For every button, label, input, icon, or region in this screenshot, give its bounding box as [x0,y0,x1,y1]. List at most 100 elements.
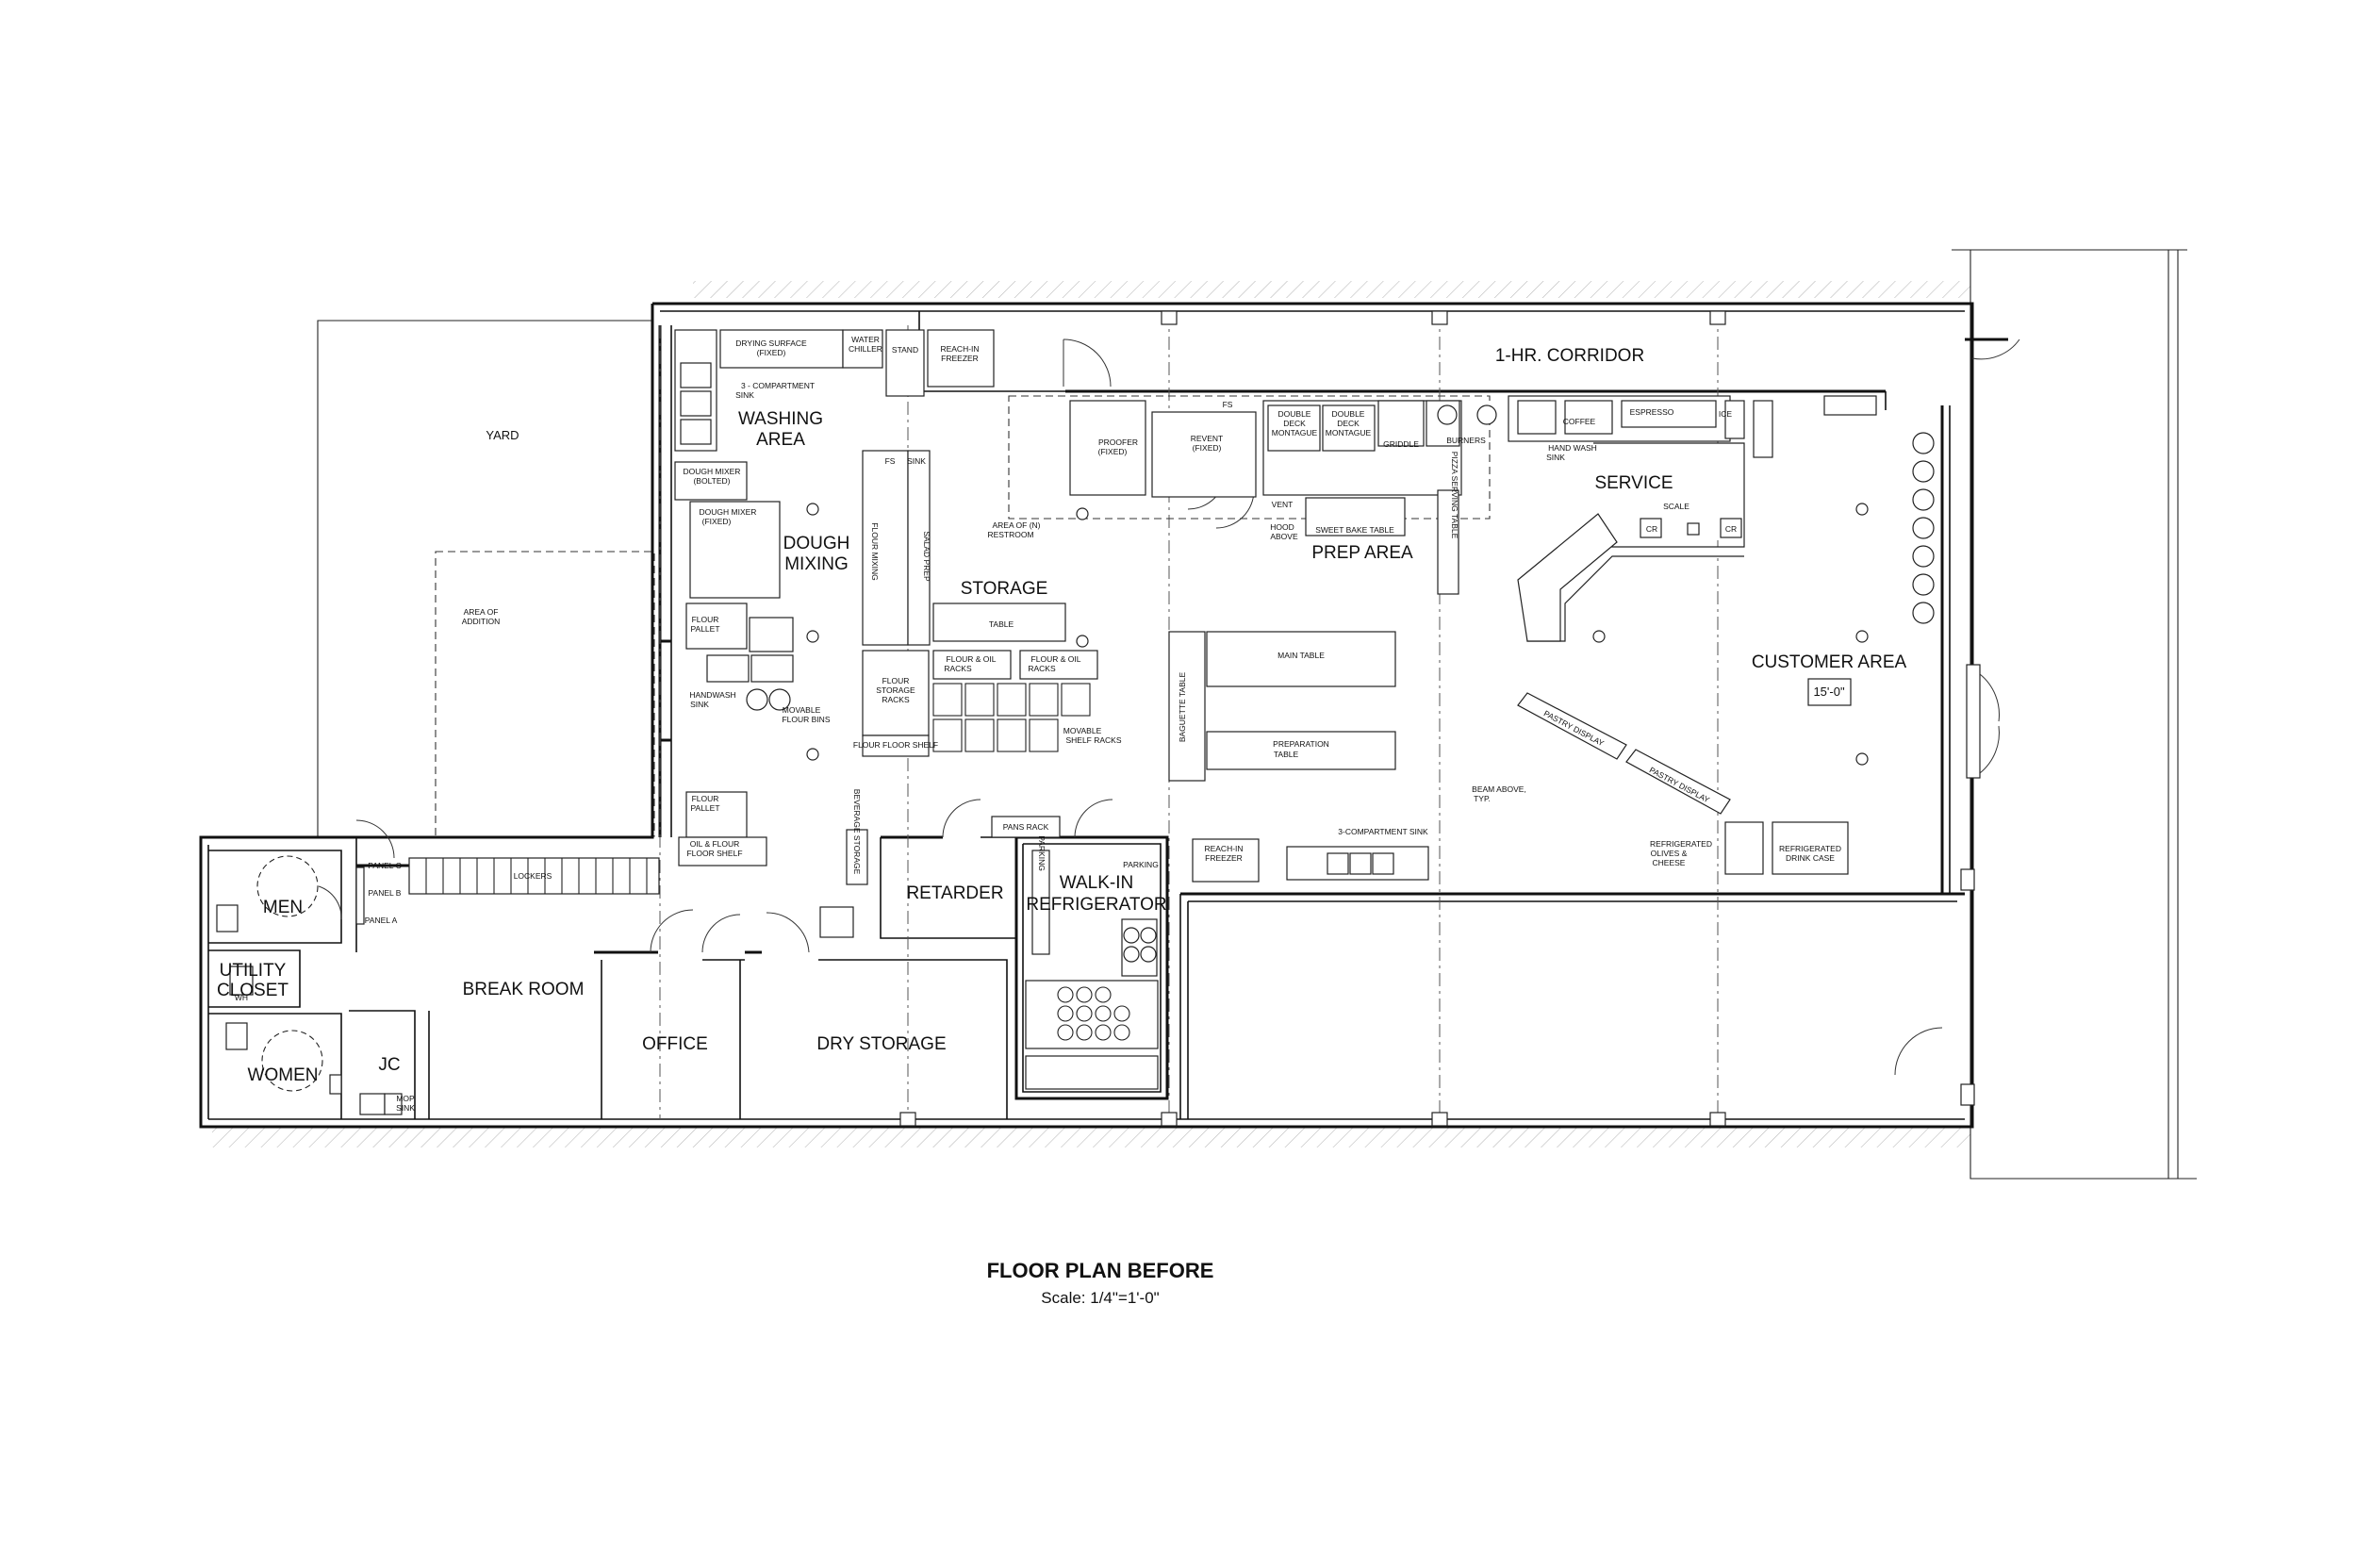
flour-pallet-2-label-2: PALLET [690,803,719,813]
flour-mixing-label: FLOUR MIXING [870,522,880,580]
lockers [408,857,660,895]
utility-closet-label-1: UTILITY [220,961,287,981]
beam-above-label-2: TYP. [1474,794,1491,803]
walk-in-fixtures [1025,850,1159,1090]
proofer-label-1: PROOFER [1098,437,1138,447]
movable-shelf-racks-label-1: MOVABLE [1063,726,1102,735]
washing-area-label-1: WASHING [738,409,823,429]
prep-area-label: PREP AREA [1311,543,1413,563]
refrigerated-olives-label-2: OLIVES & [1651,849,1688,858]
customer-area-label: CUSTOMER AREA [1752,652,1907,672]
hand-wash-sink-label-1: HAND WASH [1548,443,1597,453]
baguette-table-label: BAGUETTE TABLE [1178,672,1187,743]
area-restroom-label-2: RESTROOM [987,530,1033,539]
drying-surface-label-1: DRYING SURFACE [735,338,807,348]
movable-shelf-racks-label-2: SHELF RACKS [1065,735,1121,745]
flour-pallet-1-label-2: PALLET [690,624,719,634]
mop-sink-label-1: MOP [396,1094,415,1103]
hood-above-label-1: HOOD [1270,522,1294,532]
room-labels: YARD WASHING AREA DOUGH MIXING STORAGE 1… [217,346,1907,1085]
burners-label: BURNERS [1446,436,1486,445]
vent-label: VENT [1272,500,1294,509]
plan-title: FLOOR PLAN BEFORE [987,1259,1214,1282]
area-restroom-label-1: AREA OF (N) [992,520,1040,530]
refrigerated-drink-label-1: REFRIGERATED [1779,844,1841,853]
doors [318,338,2020,1076]
pans-rack-label: PANS RACK [1003,822,1049,832]
dough-mixer-fixed-label-1: DOUGH MIXER [700,507,757,517]
retarder-label: RETARDER [906,883,1003,903]
proofer-label-2: (FIXED) [1098,447,1128,456]
reach-in-freezer-bottom-label-2: FREEZER [1205,853,1243,863]
lockers-label: LOCKERS [514,871,552,881]
storage-fixtures [819,450,1098,938]
flour-floor-shelf-label: FLOUR FLOOR SHELF [853,740,938,750]
flour-storage-racks-label-1: FLOUR [882,676,910,685]
office-label: OFFICE [642,1034,708,1054]
flour-pallet-2-label-1: FLOUR [692,794,719,803]
refrigerated-olives-label-3: CHEESE [1653,858,1686,867]
revent-label-1: REVENT [1191,434,1223,443]
fs-label: FS [885,456,896,466]
plan-scale: Scale: 1/4"=1'-0" [1041,1289,1159,1307]
sweet-bake-table-label: SWEET BAKE TABLE [1315,525,1394,535]
dough-mixing-label-1: DOUGH [783,534,850,553]
griddle-label: GRIDDLE [1383,439,1419,449]
three-comp-sink-bottom-label: 3-COMPARTMENT SINK [1338,827,1428,836]
reach-in-freezer-top-label-2: FREEZER [941,354,979,363]
double-deck-2-label-1: DOUBLE [1332,409,1365,419]
men-label: MEN [263,898,303,917]
women-label: WOMEN [248,1065,319,1085]
flour-oil-racks-1-label-1: FLOUR & OIL [947,654,997,664]
beverage-storage-label: BEVERAGE STORAGE [852,789,862,875]
double-deck-1-label-3: MONTAGUE [1272,428,1318,437]
reach-in-freezer-bottom-label-1: REACH-IN [1204,844,1243,853]
area-of-addition-label-2: ADDITION [462,617,501,626]
flour-pallet-1-label-1: FLOUR [692,615,719,624]
property-hatching [212,281,1970,1147]
preparation-table-label-2: TABLE [1274,750,1299,759]
walk-in-label-2: REFRIGERATOR [1026,895,1166,915]
storage-label: STORAGE [961,579,1048,599]
service-counter [1517,395,1877,642]
cr-2-label: CR [1725,524,1737,534]
reach-in-freezer-top-label-1: REACH-IN [940,344,979,354]
parking-2-label: PARKING [1123,860,1159,869]
pastry-display-1-label: PASTRY DISPLAY [1542,708,1606,748]
ceiling-fixtures [806,503,1869,766]
panel-c-label: PANEL C [368,861,401,870]
panel-b-label: PANEL B [369,888,402,898]
drying-surface-label-2: (FIXED) [757,348,786,357]
handwash-sink-label-1: HANDWASH [689,690,735,700]
dough-mixer-bolted-label-1: DOUGH MIXER [684,467,741,476]
panel-a-label: PANEL A [365,916,398,925]
prep-fixtures [1008,395,1731,883]
columns [899,310,1975,1127]
fs-prep-label: FS [1223,400,1233,409]
three-comp-sink-top-label-2: SINK [735,390,754,400]
salad-prep-label: SALAD PREP [922,531,931,582]
hand-wash-sink-label-2: SINK [1546,453,1565,462]
yard-label: YARD [486,428,519,442]
hood-above-label-2: ABOVE [1270,532,1298,541]
dough-mixer-fixed-label-2: (FIXED) [702,517,732,526]
adjacent-building [1952,249,2197,1180]
beam-above-label-1: BEAM ABOVE, [1472,784,1526,794]
washing-fixtures [674,329,995,867]
espresso-label: ESPRESSO [1630,407,1674,417]
corridor-label: 1-HR. CORRIDOR [1495,346,1644,366]
pizza-serving-table-label: PIZZA SERVING TABLE [1450,452,1459,539]
dimension-label: 15'-0" [1813,685,1845,699]
ice-label: ICE [1719,409,1733,419]
flour-oil-racks-2-label-1: FLOUR & OIL [1031,654,1081,664]
oil-flour-shelf-label-1: OIL & FLOUR [690,839,740,849]
break-room-label: BREAK ROOM [463,980,585,999]
coffee-label: COFFEE [1563,417,1596,426]
table-label: TABLE [989,619,1014,629]
area-of-addition-outline [435,551,655,837]
three-comp-sink-top-label-1: 3 - COMPARTMENT [741,381,815,390]
service-label: SERVICE [1594,473,1673,493]
dry-storage-label: DRY STORAGE [816,1034,946,1054]
customer-fixtures [1517,432,1935,875]
water-chiller-label-1: WATER [851,335,880,344]
